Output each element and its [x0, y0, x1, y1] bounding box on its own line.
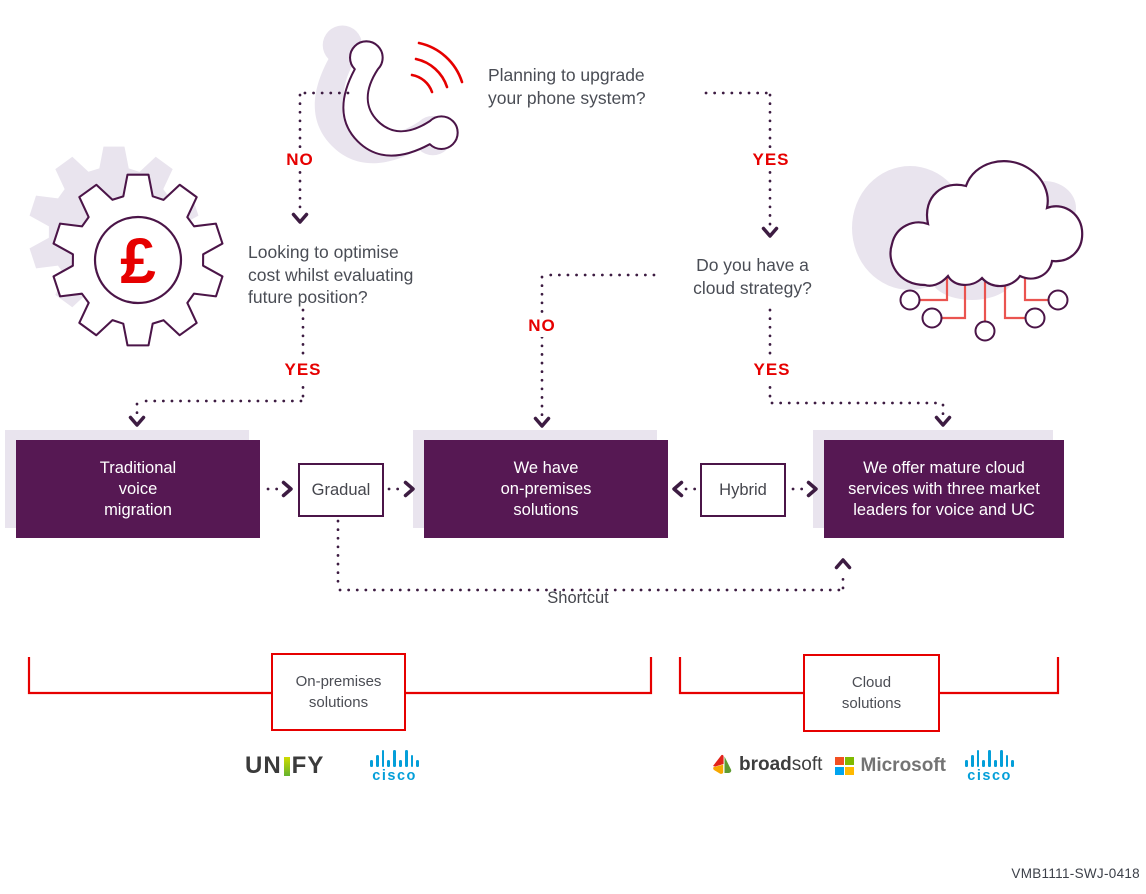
cloud-nodes — [899, 289, 1069, 342]
arrow-right-icon — [281, 480, 293, 498]
category-cloud-solutions: Cloud solutions — [803, 654, 940, 732]
label-yes-left: YES — [281, 359, 325, 381]
dotted-connectors — [135, 91, 945, 592]
shortcut-label: Shortcut — [547, 589, 609, 607]
arrow-left-icon — [672, 480, 684, 498]
gear-pound-icon: £ — [6, 125, 247, 368]
microsoft-squares-icon — [835, 756, 854, 776]
cisco-logo: cisco — [965, 750, 1015, 784]
microsoft-wordmark: Microsoft — [860, 755, 947, 776]
broadsoft-wordmark-bold: broad — [739, 753, 792, 775]
cisco-bridge-icon — [965, 750, 1015, 767]
arrow-right-icon — [403, 480, 415, 498]
arrow-up-icon — [834, 558, 852, 570]
arrow-down-icon — [128, 415, 146, 427]
arrow-down-icon — [761, 226, 779, 238]
signal-waves-icon — [410, 41, 464, 94]
phone-ringing-icon — [272, 17, 466, 206]
box-gradual: Gradual — [298, 463, 384, 517]
unify-wordmark-left: un — [245, 752, 282, 779]
box-cloud-services: We offer mature cloud services with thre… — [824, 440, 1064, 538]
broadsoft-logo: broadsoft — [710, 753, 822, 776]
cisco-wordmark: cisco — [372, 768, 417, 784]
box-hybrid: Hybrid — [700, 463, 786, 517]
label-no-top: NO — [283, 149, 317, 171]
question-optimise-cost: Looking to optimise cost whilst evaluati… — [248, 242, 414, 307]
label-yes-top: YES — [749, 149, 793, 171]
arrow-down-icon — [934, 415, 952, 427]
document-code: VMB1111-SWJ-0418 — [1011, 866, 1140, 881]
label-yes-right: YES — [750, 359, 794, 381]
category-on-premises-solutions: On-premises solutions — [271, 653, 406, 731]
arrow-down-icon — [291, 212, 309, 224]
gear-hub — [93, 215, 183, 305]
microsoft-logo: Microsoft — [835, 755, 946, 777]
cloud-outline — [889, 160, 1084, 288]
cisco-wordmark: cisco — [967, 768, 1012, 784]
question-upgrade-phone: Planning to upgrade your phone system? — [488, 65, 646, 108]
broadsoft-triangle-icon — [713, 754, 732, 774]
broadsoft-wordmark-light: soft — [791, 753, 823, 775]
unify-logo: un fy — [245, 752, 324, 780]
label-no-middle: NO — [525, 315, 559, 337]
arrowheads — [128, 212, 952, 570]
cloud-network-icon — [852, 160, 1084, 342]
pound-icon: £ — [120, 225, 156, 297]
arrow-down-icon — [533, 416, 551, 428]
unify-green-i-icon — [283, 756, 290, 776]
unify-wordmark-right: fy — [291, 752, 325, 779]
broadsoft-wordmark: broadsoft — [739, 754, 822, 776]
cisco-logo: cisco — [370, 750, 420, 784]
box-traditional-voice-migration: Traditional voice migration — [16, 440, 260, 538]
question-cloud-strategy: Do you have a cloud strategy? — [693, 255, 812, 298]
cisco-bridge-icon — [370, 750, 420, 767]
box-on-premises-solutions: We have on-premises solutions — [424, 440, 668, 538]
arrow-right-icon — [806, 480, 818, 498]
